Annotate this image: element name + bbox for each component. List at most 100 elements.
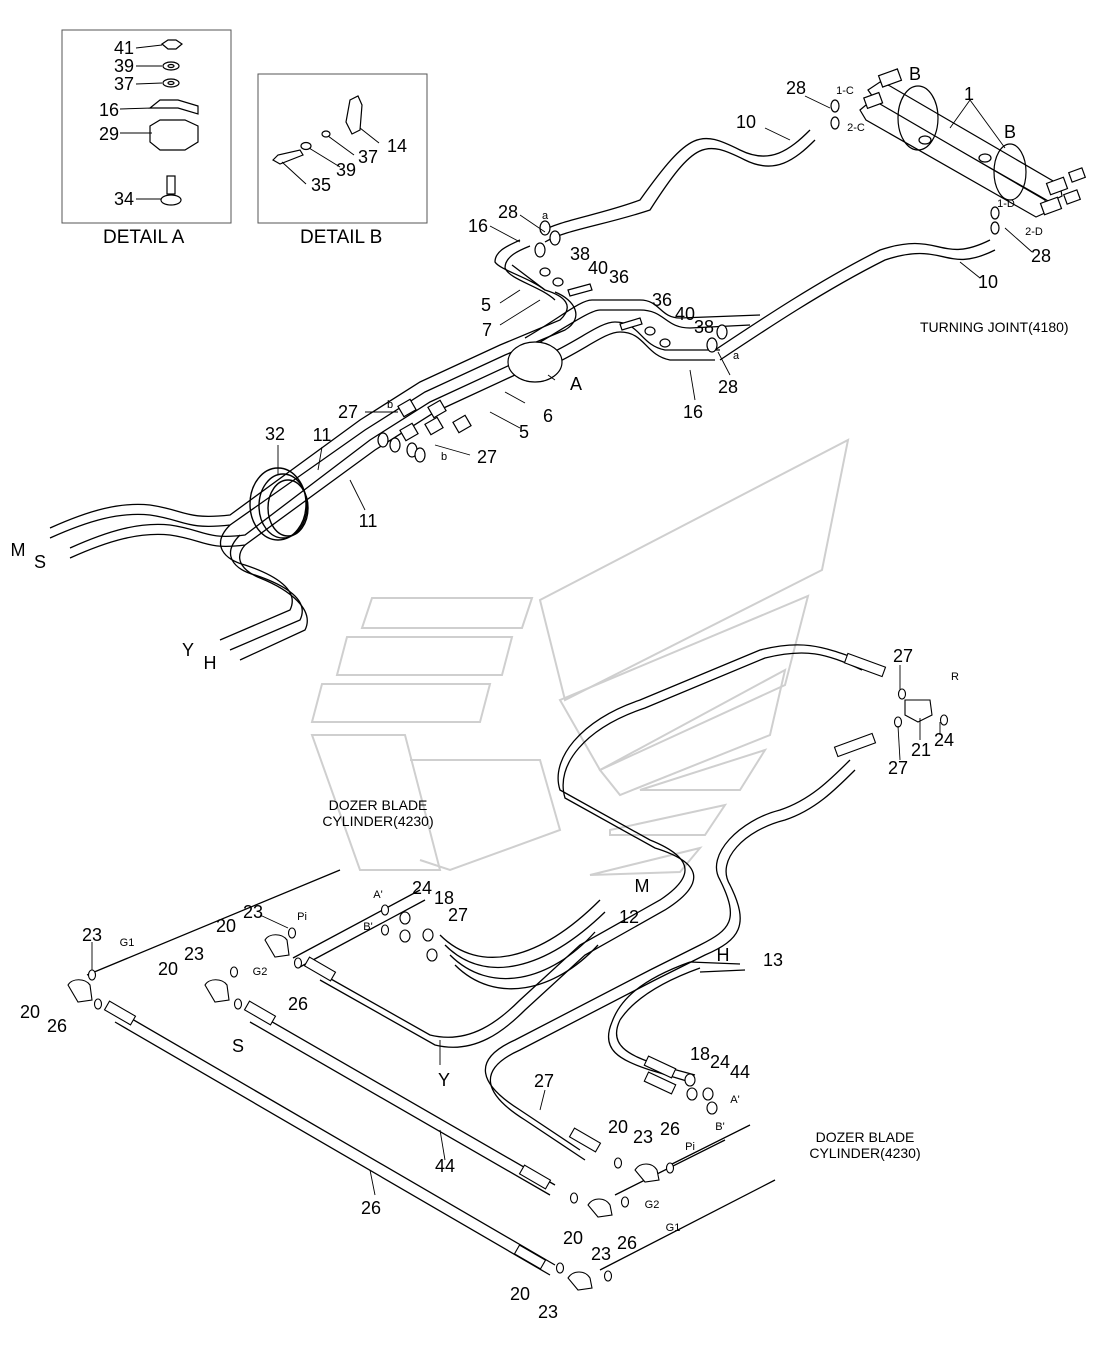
dozer-blade-label-left: DOZER BLADE CYLINDER(4230) [298, 797, 458, 829]
detail-b-frame [257, 73, 428, 224]
fittings-upper [377, 99, 1000, 463]
port-label: 2-C [847, 122, 865, 134]
port-label: 1-C [836, 85, 854, 97]
callout: 23 [243, 902, 263, 922]
port-label: G2 [645, 1199, 660, 1211]
callout: 11 [359, 511, 378, 531]
callout: H [204, 653, 217, 673]
callout: 26 [288, 994, 308, 1014]
callout: 28 [1031, 246, 1051, 266]
callout: 39 [336, 160, 356, 180]
turning-joint-label: TURNING JOINT(4180) [920, 319, 1069, 335]
callout: 23 [184, 944, 204, 964]
callout: 40 [675, 304, 695, 324]
callout: M [11, 540, 26, 560]
callout: 34 [114, 189, 134, 209]
callout: 40 [588, 258, 608, 278]
leader-lines [91, 95, 1033, 1196]
detail-b-caption: DETAIL B [300, 227, 383, 248]
callout: 20 [608, 1117, 628, 1137]
callout: 13 [763, 950, 783, 970]
callout: B [909, 64, 921, 84]
callout: 36 [609, 267, 629, 287]
callout: A [570, 374, 582, 394]
callout: 36 [652, 290, 672, 310]
callout: 10 [978, 272, 998, 292]
port-label: 2-D [1025, 226, 1043, 238]
detail-a-leaders [119, 44, 163, 200]
callout: 23 [633, 1127, 653, 1147]
port-label: A' [373, 889, 382, 901]
callout: 14 [387, 136, 407, 156]
callout: H [717, 945, 730, 965]
callout: 35 [311, 175, 331, 195]
callout: 38 [570, 244, 590, 264]
callout: 26 [47, 1016, 67, 1036]
detail-a-caption: DETAIL A [103, 227, 185, 248]
callout: 26 [660, 1119, 680, 1139]
callout: 7 [482, 320, 492, 340]
port-label: G1 [666, 1222, 681, 1234]
callout: 10 [736, 112, 756, 132]
callouts-small: 1-C 2-C 1-D 2-D a a b b R Pi G2 G1 A' B'… [120, 85, 1043, 1234]
callout: 11 [313, 425, 332, 445]
callout: 38 [694, 317, 714, 337]
callout: 16 [468, 216, 488, 236]
dozer-blade-left-line1: DOZER BLADE [328, 797, 428, 813]
port-label: a [542, 210, 549, 222]
port-label: B' [715, 1121, 724, 1133]
hose-fittings-lower [67, 652, 949, 1291]
callout: 20 [158, 959, 178, 979]
detail-b-parts [272, 95, 363, 165]
callout: 24 [934, 730, 954, 750]
callout: 37 [358, 147, 378, 167]
port-label: A' [730, 1094, 739, 1106]
port-label: b [387, 399, 393, 411]
callout: 21 [911, 740, 931, 760]
port-label: B' [363, 921, 372, 933]
callout: 27 [338, 402, 358, 422]
dozer-blade-right-line2: CYLINDER(4230) [809, 1145, 921, 1161]
callout: 28 [786, 78, 806, 98]
callout: 26 [617, 1233, 637, 1253]
port-label: b [441, 451, 447, 463]
callout: 20 [510, 1284, 530, 1304]
callout: S [34, 552, 46, 572]
callout: 23 [82, 925, 102, 945]
callout: 23 [591, 1244, 611, 1264]
watermark-logo [310, 438, 850, 876]
callout: 1 [964, 84, 974, 104]
detail-a-frame [61, 29, 232, 224]
callout: S [232, 1036, 244, 1056]
callout: 41 [114, 38, 134, 58]
port-label: R [951, 671, 959, 683]
callout: B [1004, 122, 1016, 142]
callout: 24 [412, 878, 432, 898]
port-label: a [733, 350, 740, 362]
callout: 37 [114, 74, 134, 94]
callout: 28 [498, 202, 518, 222]
callout: 27 [534, 1071, 554, 1091]
callout: 32 [265, 424, 285, 444]
dozer-blade-label-right: DOZER BLADE CYLINDER(4230) [785, 1129, 945, 1161]
callout: 27 [888, 758, 908, 778]
dozer-blade-right-line1: DOZER BLADE [815, 1129, 915, 1145]
callout: 18 [434, 888, 454, 908]
callout: M [635, 876, 650, 896]
port-label: G2 [253, 966, 268, 978]
turning-joint [859, 68, 1087, 218]
callout: 29 [99, 124, 119, 144]
dozer-blade-left-line2: CYLINDER(4230) [322, 813, 434, 829]
callout: 5 [519, 422, 529, 442]
port-label: 1-D [997, 198, 1015, 210]
port-label: G1 [120, 937, 135, 949]
detail-a-marker [507, 341, 563, 383]
callout: 44 [730, 1062, 750, 1082]
callout: 44 [435, 1156, 455, 1176]
callout: 24 [710, 1052, 730, 1072]
callout: 18 [690, 1044, 710, 1064]
callout: 5 [481, 295, 491, 315]
callout: 12 [619, 907, 639, 927]
callout: 27 [893, 646, 913, 666]
